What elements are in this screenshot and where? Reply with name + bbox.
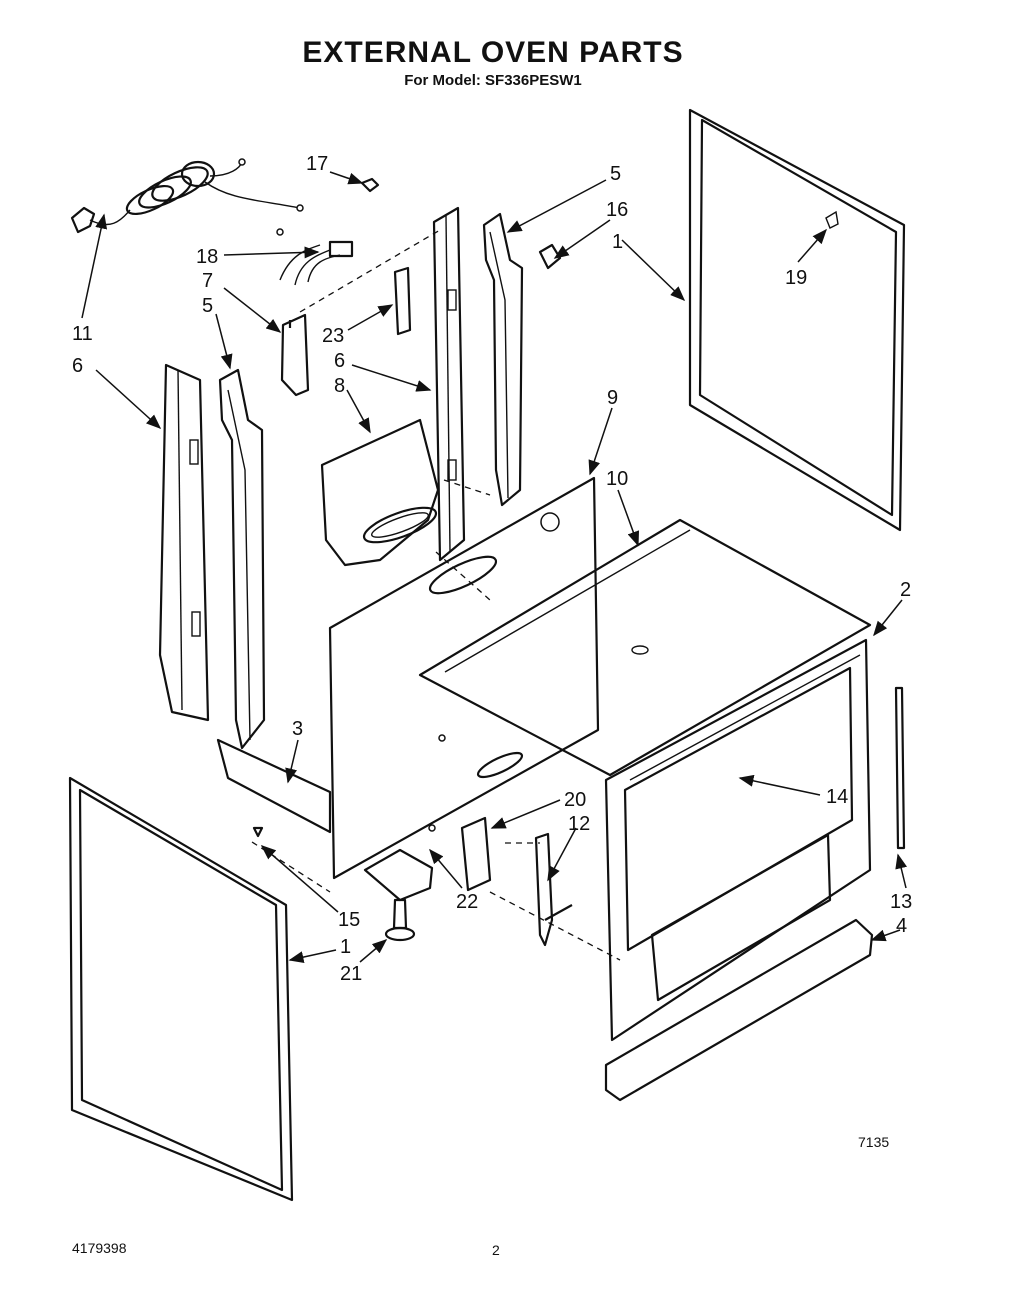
bracket-part xyxy=(280,313,310,397)
callout-5-right: 5 xyxy=(610,163,621,185)
page-number: 2 xyxy=(492,1242,500,1258)
clip-part xyxy=(360,177,380,193)
center-side-panel-part xyxy=(432,206,466,562)
callout-19: 19 xyxy=(785,267,807,289)
screw-part xyxy=(252,826,264,838)
callout-14: 14 xyxy=(826,786,848,808)
callout-16: 16 xyxy=(606,199,628,221)
right-rail-part xyxy=(482,212,524,507)
callout-9: 9 xyxy=(607,387,618,409)
power-cord-part xyxy=(70,158,304,234)
right-door-frame-part xyxy=(688,108,906,532)
wire-harness-part xyxy=(276,228,354,286)
vertical-strip-part xyxy=(894,686,906,850)
callout-2: 2 xyxy=(900,579,911,601)
callout-22: 22 xyxy=(456,891,478,913)
page-title: EXTERNAL OVEN PARTS xyxy=(302,36,684,69)
callout-10: 10 xyxy=(606,468,628,490)
cooktop-base-part xyxy=(418,518,872,777)
callout-13: 13 xyxy=(890,891,912,913)
callout-12: 12 xyxy=(568,813,590,835)
callout-23: 23 xyxy=(322,325,344,347)
vent-duct-part xyxy=(320,418,440,567)
left-side-panel-part xyxy=(158,363,210,722)
callout-15: 15 xyxy=(338,909,360,931)
lower-bracket-part xyxy=(216,738,332,834)
callout-21: 21 xyxy=(340,963,362,985)
callout-4: 4 xyxy=(896,915,907,937)
leveling-leg-part xyxy=(384,898,416,942)
callout-8: 8 xyxy=(334,375,345,397)
callout-17: 17 xyxy=(306,153,328,175)
front-frame-part xyxy=(604,638,872,1042)
mount-part xyxy=(363,848,434,902)
side-bracket-part xyxy=(393,266,412,336)
callout-1-bottom: 1 xyxy=(340,936,351,958)
callout-1-top: 1 xyxy=(612,231,623,253)
callout-20: 20 xyxy=(564,789,586,811)
callout-7: 7 xyxy=(202,270,213,292)
callout-6-left: 6 xyxy=(72,355,83,377)
left-rail-part xyxy=(218,368,266,750)
lower-trim-part xyxy=(604,918,874,1102)
document-number: 4179398 xyxy=(72,1240,127,1256)
hinge-bracket-part xyxy=(460,816,492,892)
callout-6-center: 6 xyxy=(334,350,345,372)
callout-3: 3 xyxy=(292,718,303,740)
rear-panel-part xyxy=(328,476,600,880)
callout-11: 11 xyxy=(72,323,93,345)
left-door-frame-part xyxy=(68,776,294,1202)
callout-18: 18 xyxy=(196,246,218,268)
drawing-code: 7135 xyxy=(858,1134,890,1150)
model-subtitle: For Model: SF336PESW1 xyxy=(404,72,582,89)
hinge-part xyxy=(534,832,573,947)
callout-5-left: 5 xyxy=(202,295,213,317)
